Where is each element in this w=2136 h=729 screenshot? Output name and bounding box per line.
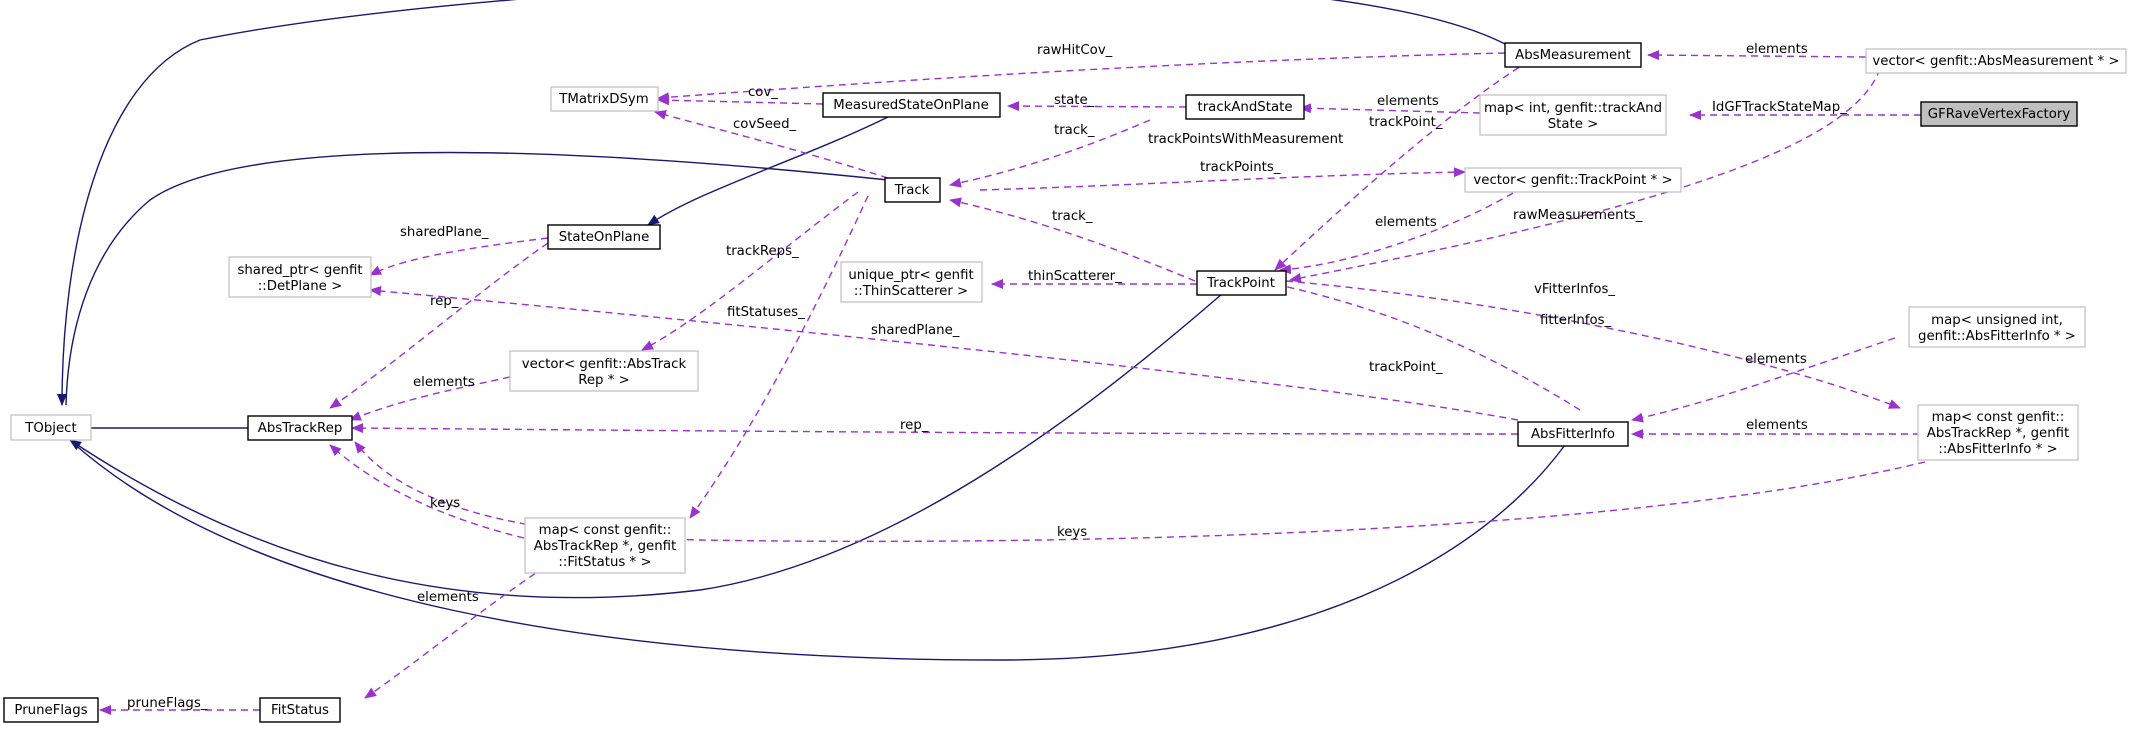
node-label: TrackPoint: [1206, 276, 1275, 291]
node-label-line-3: ::FitStatus * >: [558, 555, 651, 570]
node-label-line-2: AbsTrackRep *, genfit: [534, 539, 677, 554]
edge-label-pruneflags: pruneFlags_: [127, 696, 208, 711]
node-label-line-2: AbsTrackRep *, genfit: [1927, 426, 2070, 441]
edge-label-idgftrackstatemap: IdGFTrackStateMap_: [1712, 100, 1847, 115]
edge-label-keys-1: keys: [430, 496, 460, 511]
node-label-line-1: unique_ptr< genfit: [848, 268, 973, 283]
edge-label-track-2: track_: [1052, 209, 1093, 224]
edge-label-elements-ufi: elements: [1745, 352, 1807, 367]
edge-label-elements-fitstatus: elements: [417, 590, 479, 605]
node-tobject[interactable]: TObject: [10, 414, 92, 441]
node-trackandstate[interactable]: trackAndState: [1185, 94, 1305, 120]
edge-label-trackpoint-2: trackPoint_: [1369, 360, 1443, 375]
node-label-line-1: map< int, genfit::trackAnd: [1484, 101, 1662, 116]
edge-label-trackpoint-1: trackPoint_: [1369, 115, 1443, 130]
edge-label-track-1: track_: [1054, 123, 1095, 138]
node-label-line-1: map< const genfit::: [1932, 410, 2065, 425]
node-map-trackandstate[interactable]: map< int, genfit::trackAnd State >: [1479, 94, 1667, 136]
edge-label-sharedplane-2: sharedPlane_: [871, 323, 960, 338]
edge-label-elements-cfi: elements: [1746, 418, 1808, 433]
edge-label-trackreps: trackReps_: [726, 244, 799, 259]
node-absmeasurement[interactable]: AbsMeasurement: [1504, 42, 1642, 68]
node-abstrackrep[interactable]: AbsTrackRep: [247, 415, 353, 441]
node-track[interactable]: Track: [884, 177, 941, 203]
edge-label-rawhitcov: rawHitCov_: [1037, 43, 1113, 58]
node-vector-absmeasurement[interactable]: vector< genfit::AbsMeasurement * >: [1865, 48, 2127, 74]
node-label: trackAndState: [1198, 100, 1293, 115]
node-label: StateOnPlane: [559, 230, 650, 245]
edge-labels: rawHitCov_ elements cov_ state_ elements…: [127, 42, 1847, 711]
node-label-line-2: State >: [1548, 117, 1599, 132]
node-measuredstateonplane[interactable]: MeasuredStateOnPlane: [822, 92, 1001, 118]
node-label-line-1: map< unsigned int,: [1931, 313, 2063, 328]
node-trackpoint[interactable]: TrackPoint: [1196, 270, 1287, 296]
node-map-fitstatus[interactable]: map< const genfit:: AbsTrackRep *, genfi…: [524, 517, 686, 574]
node-label: TMatrixDSym: [558, 92, 649, 107]
node-label: MeasuredStateOnPlane: [833, 98, 989, 113]
node-label: vector< genfit::TrackPoint * >: [1473, 173, 1672, 188]
node-label-line-2: Rep * >: [578, 373, 630, 388]
node-label-line-2: ::DetPlane >: [258, 279, 342, 294]
node-label-line-3: ::AbsFitterInfo * >: [1938, 442, 2057, 457]
node-gfravevertexfactory[interactable]: GFRaveVertexFactory: [1920, 101, 2078, 127]
edge-label-rep-1: rep_: [430, 294, 459, 309]
edge-label-cov: cov_: [748, 85, 778, 100]
node-pruneflags[interactable]: PruneFlags: [3, 697, 99, 723]
edge-label-trackpoints: trackPoints_: [1200, 160, 1281, 175]
edge-label-keys-2: keys: [1057, 525, 1087, 540]
node-map-unsigned-fitterinfo[interactable]: map< unsigned int, genfit::AbsFitterInfo…: [1908, 306, 2086, 348]
edge-label-fitterinfos: fitterInfos_: [1540, 313, 1612, 328]
edge-label-sharedplane-1: sharedPlane_: [400, 225, 489, 240]
node-unique-ptr-thinscatterer[interactable]: unique_ptr< genfit ::ThinScatterer >: [840, 261, 983, 303]
node-label-line-1: shared_ptr< genfit: [237, 263, 362, 278]
edge-label-rawmeasurements: rawMeasurements_: [1513, 208, 1643, 223]
node-map-const-fitterinfo[interactable]: map< const genfit:: AbsTrackRep *, genfi…: [1917, 404, 2079, 461]
node-label: PruneFlags: [14, 703, 87, 718]
edge-label-trackpointswithmeasurement: trackPointsWithMeasurement: [1148, 132, 1343, 147]
edge-label-rep-2: rep_: [900, 418, 929, 433]
node-absfitterinfo[interactable]: AbsFitterInfo: [1517, 421, 1629, 447]
inheritance-edges: [57, 0, 1566, 661]
node-stateonplane[interactable]: StateOnPlane: [547, 224, 661, 250]
node-vector-abstrackrep[interactable]: vector< genfit::AbsTrack Rep * >: [509, 350, 699, 392]
edge-label-elements-rep: elements: [413, 375, 475, 390]
node-label: FitStatus: [271, 703, 329, 718]
node-label: AbsTrackRep: [258, 421, 343, 436]
node-label: AbsFitterInfo: [1531, 427, 1615, 442]
member-edges: [99, 50, 1926, 715]
node-label-line-2: ::ThinScatterer >: [854, 284, 968, 299]
node-label-line-1: map< const genfit::: [539, 523, 672, 538]
node-label-line-1: vector< genfit::AbsTrack: [522, 357, 687, 372]
edge-label-elements-trackandstate: elements: [1377, 94, 1439, 109]
node-label: Track: [894, 183, 930, 198]
node-label: GFRaveVertexFactory: [1928, 107, 2071, 122]
edge-label-covseed: covSeed_: [733, 117, 797, 132]
edge-label-fitstatuses: fitStatuses_: [727, 305, 805, 320]
nodes: TObject AbsTrackRep PruneFlags FitStatus…: [3, 42, 2127, 723]
node-label: vector< genfit::AbsMeasurement * >: [1872, 54, 2119, 69]
node-label: TObject: [24, 421, 76, 436]
edge-label-state: state_: [1054, 93, 1095, 108]
edge-label-elements-trackpoint: elements: [1375, 215, 1437, 230]
node-tmatrixdsym[interactable]: TMatrixDSym: [550, 86, 659, 112]
node-vector-trackpoint[interactable]: vector< genfit::TrackPoint * >: [1464, 167, 1682, 193]
node-label: AbsMeasurement: [1515, 48, 1631, 63]
edge-label-thinscatterer: thinScatterer_: [1028, 269, 1122, 284]
node-label-line-2: genfit::AbsFitterInfo * >: [1918, 329, 2076, 344]
edge-label-elements-measurement: elements: [1746, 42, 1808, 57]
edge-label-vfitterinfos: vFitterInfos_: [1534, 282, 1615, 297]
node-shared-ptr-detplane[interactable]: shared_ptr< genfit ::DetPlane >: [228, 256, 372, 298]
node-fitstatus[interactable]: FitStatus: [259, 697, 341, 723]
